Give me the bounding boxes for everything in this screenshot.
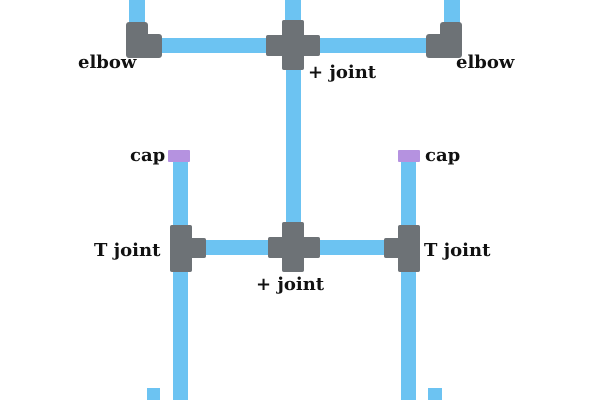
caps (168, 150, 420, 162)
tee-left-fitting (170, 225, 206, 272)
pipe-middle-horizontal-left (195, 240, 275, 255)
pipe-left-vertical-lower (173, 265, 188, 400)
cross-bottom-fitting (268, 222, 320, 272)
label-elbow-left: elbow (78, 52, 137, 73)
pipe-top-horizontal-right (310, 38, 435, 53)
pipe-right-vertical-lower (401, 265, 416, 400)
label-cap-left: cap (130, 145, 166, 166)
fittings (126, 20, 462, 272)
label-tee-right: T joint (424, 240, 491, 261)
pipe-right-vertical-upper (401, 160, 416, 230)
pipe-top-horizontal-left (150, 38, 275, 53)
pipe-left-vertical-upper (173, 160, 188, 230)
pipe-center-vertical (286, 60, 301, 230)
pipe-right-stub-bottom (428, 388, 442, 400)
tee-right-fitting (384, 225, 420, 272)
cap-right-fitting (398, 150, 420, 162)
cap-left-fitting (168, 150, 190, 162)
pipe-middle-horizontal-right (310, 240, 395, 255)
elbow-right-fitting (426, 22, 462, 58)
pipes (129, 0, 460, 400)
label-elbow-right: elbow (456, 52, 515, 73)
label-cap-right: cap (425, 145, 461, 166)
elbow-left-fitting (126, 22, 162, 58)
cross-top-fitting (266, 20, 320, 70)
pipe-left-stub-bottom (147, 388, 160, 400)
label-cross-bottom: + joint (256, 274, 325, 295)
label-cross-top: + joint (308, 62, 377, 83)
label-tee-left: T joint (94, 240, 161, 261)
